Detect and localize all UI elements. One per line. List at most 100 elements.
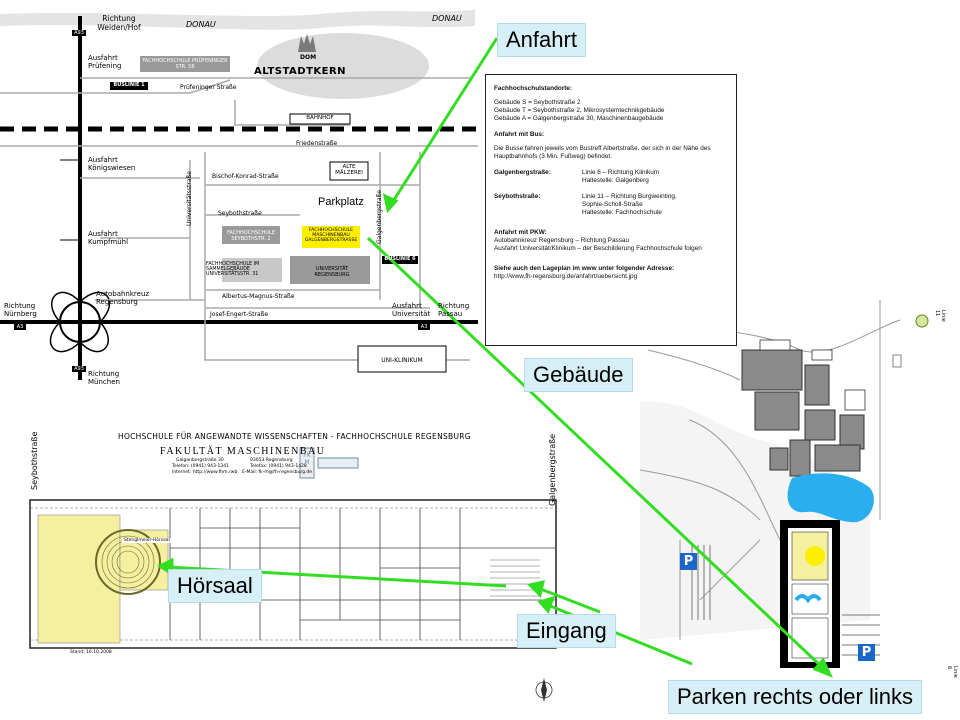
- label-a93-bottom: A93: [74, 366, 84, 372]
- label-altstadtkern: ALTSTADTKERN: [254, 66, 347, 77]
- label-a3-left: A3: [16, 324, 24, 330]
- uni-klinikum-building: [357, 345, 447, 373]
- info-seyboth-key: Seybothstraße:: [494, 193, 541, 200]
- label-buslinie-1: BUSLINIE 1: [113, 82, 145, 88]
- label-fhs-sammelgebaeude: FACHHOCHSCHULE IM SAMMELGEBÄUDE UNIVERSI…: [206, 262, 260, 277]
- floorplan-phone: Telefon: (0941) 943-1341: [172, 464, 229, 469]
- arrow-anfahrt: [390, 37, 499, 204]
- label-ausfahrt-kumpfmuehl: Ausfahrt Kumpfmühl: [88, 230, 129, 246]
- info-title: Fachhochschulstandorte:: [494, 85, 573, 92]
- label-bahnhof: BAHNHOF: [306, 115, 334, 121]
- floorplan-email: E-Mail: fk-m@fh-regensburg.de: [242, 470, 313, 475]
- floorplan-hall-label: Stenglmeier-Hörsaal: [122, 538, 172, 543]
- river-danube: [0, 10, 475, 30]
- label-albertus: Albertus-Magnus-Straße: [222, 293, 295, 300]
- info-seyboth-v2: Sophie-Scholl-Straße: [582, 201, 643, 208]
- label-richtung-passau: Richtung Passau: [438, 302, 470, 318]
- label-dom: DOM: [300, 54, 317, 61]
- hoersaal-area[interactable]: [37, 514, 121, 644]
- info-bus-text: Die Busse fahren jeweils vom Bustreff Al…: [494, 145, 711, 160]
- label-a3-right: A3: [420, 324, 428, 330]
- info-galgen-v1: Linie 6 – Richtung Klinikum: [582, 169, 660, 176]
- parking-sign-right: [858, 644, 875, 661]
- info-seyboth-v1: Linie 11 – Richtung Burgweinting,: [582, 193, 677, 200]
- label-galgenbergstrasse: Galgenbergstraße: [376, 189, 383, 244]
- floorplan-header: HOCHSCHULE FÜR ANGEWANDTE WISSENSCHAFTEN…: [118, 432, 471, 441]
- label-universitaet: UNIVERSITÄT REGENSBURG: [314, 266, 350, 278]
- label-alte-maelzerei: ALTE MÄLZEREI: [335, 164, 363, 176]
- fkm-logo-icon: [299, 447, 315, 479]
- info-url[interactable]: http://www.fh-regensburg.de/anfahrt/uebe…: [494, 273, 638, 280]
- uni-building: [290, 256, 370, 284]
- arrow-gebaeude: [366, 236, 825, 670]
- label-pruefeninger-strasse: Prüfeninger Straße: [180, 84, 237, 91]
- info-seyboth-v3: Haltestelle: Fachhochschule: [582, 209, 662, 216]
- label-donau-2: DONAU: [432, 14, 462, 23]
- buslinie-6-label-bg: [382, 256, 418, 264]
- label-buslinie-6: BUSLINIE 6: [384, 256, 416, 262]
- label-ausfahrt-universitaet: Ausfahrt Universität: [392, 302, 431, 318]
- info-line-a: Gebäude A = Galgenbergstraße 30, Maschin…: [494, 115, 664, 122]
- info-bus-title: Anfahrt mit Bus:: [494, 131, 545, 138]
- pond: [787, 473, 874, 523]
- info-pkw-title: Anfahrt mit PKW:: [494, 229, 547, 236]
- info-line-t: Gebäude T = Seybothstraße 2, Mikrosystem…: [494, 107, 665, 114]
- label-ausfahrt-pruefening: Ausfahrt Prüfening: [88, 54, 122, 70]
- label-parkplatz: Parkplatz: [318, 196, 364, 208]
- info-galgen-key: Galgenbergstraße:: [494, 169, 551, 176]
- parking-p-right: P: [861, 645, 872, 660]
- callout-eingang: Eingang: [517, 614, 616, 648]
- fhs-maschinenbau-building[interactable]: [302, 226, 360, 248]
- fhs-seyboth-building: [222, 226, 280, 244]
- streets: [0, 77, 478, 361]
- bus-stop-icon: [915, 314, 929, 328]
- label-friedenstrasse: Friedenstraße: [296, 140, 338, 147]
- label-uni-klinikum: UNI-KLINIKUM: [381, 357, 423, 364]
- info-box: Fachhochschulstandorte: Gebäude S = Seyb…: [485, 74, 737, 346]
- info-galgen-row: Galgenbergstraße: Linie 6 – Richtung Kli…: [494, 169, 728, 185]
- fhs-pruefeninger-building: [140, 56, 230, 72]
- info-line-s: Gebäude S = Seybothstraße 2: [494, 99, 581, 106]
- dom-icon: [298, 34, 316, 52]
- label-bischof-konrad: Bischof-Konrad-Straße: [212, 173, 279, 180]
- label-a93-top: A93: [74, 30, 84, 36]
- floorplan-logo-text: FK M: [303, 452, 311, 466]
- highway-ticks: [60, 159, 80, 241]
- label-richtung-weiden: Richtung Weiden/Hof: [97, 14, 141, 32]
- label-fhs-maschinenbau: FACHHOCHSCHULE MASCHINENBAU GALGENBERGST…: [304, 228, 358, 243]
- label-seybothstrasse: Seybothstraße: [218, 210, 262, 217]
- floorplan-address2: 93053 Regensburg: [250, 458, 293, 463]
- callout-anfahrt: Anfahrt: [497, 23, 586, 57]
- label-richtung-muenchen: Richtung München: [88, 370, 120, 386]
- label-autobahnkreuz: Autobahnkreuz Regensburg: [96, 290, 150, 306]
- info-see-title: Siehe auch den Lageplan im www unter fol…: [494, 265, 675, 272]
- parking-p-left: P: [683, 554, 694, 569]
- alte-maelzerei-building: [329, 161, 369, 181]
- label-donau-1: DONAU: [186, 20, 216, 29]
- floor-plan: [29, 447, 557, 702]
- floorplan-internet: Internet: http://www.fhm.rwb: [172, 470, 238, 475]
- label-ausfahrt-koenigswiesen: Ausfahrt Königswiesen: [88, 156, 136, 172]
- arrow-eingang: [537, 586, 601, 614]
- label-fhs-pruefeninger: FACHHOCHSCHULE PRÜFENINGER STR. 58: [142, 58, 228, 70]
- label-fhs-seyboth: FACHHOCHSCHULE SEYBOTHSTR. 2: [227, 230, 275, 242]
- info-pkw-2: Ausfahrt Universität/Klinikum – der Besc…: [494, 245, 702, 252]
- label-richtung-nuernberg: Richtung Nürnberg: [4, 302, 37, 318]
- site-plan: [639, 300, 929, 668]
- floorplan-date: Stand: 16.10.2008: [70, 650, 112, 655]
- stairs: [490, 559, 540, 597]
- compass-icon: [535, 678, 553, 702]
- info-galgen-v2: Haltestelle: Galgenberg: [582, 177, 649, 184]
- buslinie-1-label-bg: [110, 82, 148, 90]
- floorplan-street-left: Seybothstraße: [30, 431, 39, 490]
- bahnhof-building: [289, 113, 351, 125]
- siteplan-line-6: Linie 6: [946, 666, 958, 678]
- info-seyboth-row: Seybothstraße: Linie 11 – Richtung Burgw…: [494, 193, 728, 217]
- sammelgebaeude: [222, 258, 282, 282]
- floorplan-address1: Galgenbergstraße 30: [176, 458, 224, 463]
- floorplan-faculty: FAKULTÄT MASCHINENBAU: [160, 446, 326, 457]
- siteplan-line-11: Linie 11: [934, 310, 946, 322]
- callout-hoersaal: Hörsaal: [168, 569, 262, 603]
- floorplan-fax: Telefax: (0941) 943-1428: [250, 464, 307, 469]
